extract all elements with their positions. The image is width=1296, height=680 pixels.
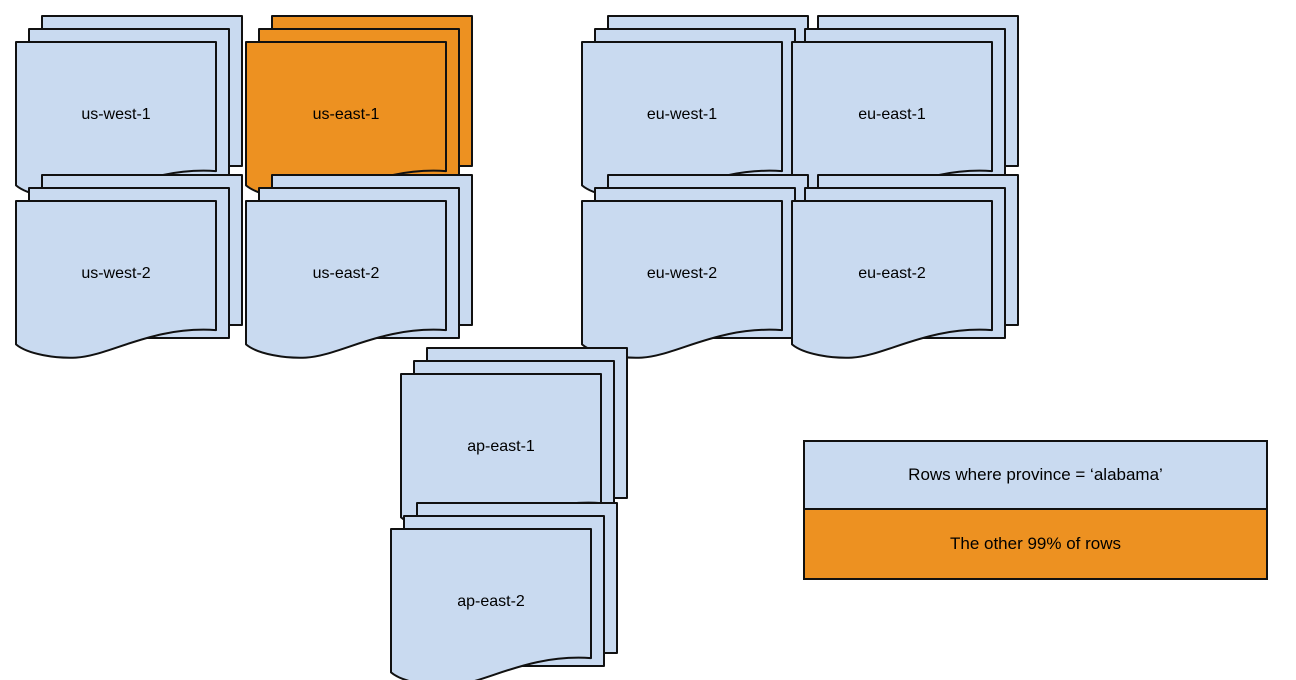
document-stack-shape <box>245 174 473 359</box>
document-sheet-front <box>245 200 447 359</box>
document-stack-shape <box>390 502 618 680</box>
legend-highlight: The other 99% of rows <box>805 510 1266 578</box>
document-stack-eu-west-2[interactable]: eu-west-2 <box>581 174 809 361</box>
document-stack-eu-east-2[interactable]: eu-east-2 <box>791 174 1019 361</box>
document-stack-shape <box>15 174 243 359</box>
legend: Rows where province = ‘alabama’ The other… <box>803 440 1268 580</box>
document-stack-ap-east-1[interactable]: ap-east-1 <box>400 347 628 534</box>
legend-label: The other 99% of rows <box>949 534 1122 553</box>
legend-label: Rows where province = ‘alabama’ <box>908 465 1163 484</box>
document-stack-shape <box>791 174 1019 359</box>
document-stack-ap-east-2[interactable]: ap-east-2 <box>390 502 618 680</box>
document-sheet-front <box>791 200 993 359</box>
document-stack-shape <box>791 15 1019 200</box>
document-stack-shape <box>581 15 809 200</box>
document-stack-us-west-2[interactable]: us-west-2 <box>15 174 243 361</box>
document-sheet-front <box>15 200 217 359</box>
document-stack-us-east-2[interactable]: us-east-2 <box>245 174 473 361</box>
document-stack-shape <box>245 15 473 200</box>
document-stack-shape <box>400 347 628 532</box>
document-stack-us-east-1[interactable]: us-east-1 <box>245 15 473 202</box>
document-stack-eu-east-1[interactable]: eu-east-1 <box>791 15 1019 202</box>
legend-normal: Rows where province = ‘alabama’ <box>805 442 1266 510</box>
document-sheet-front <box>390 528 592 680</box>
document-stack-shape <box>581 174 809 359</box>
